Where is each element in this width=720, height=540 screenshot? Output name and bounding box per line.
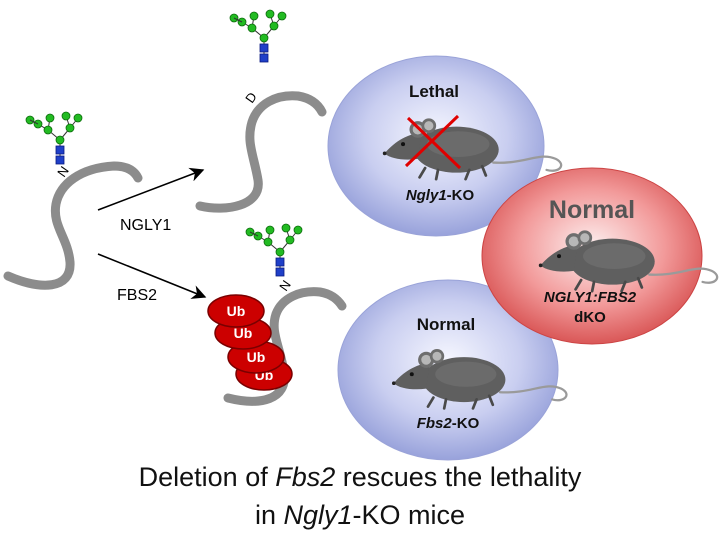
residue-asn-label: N: [276, 277, 294, 293]
outcome-status: Lethal: [409, 82, 459, 101]
outcome-status: Normal: [417, 315, 476, 334]
outcome-genotype: NGLY1:FBS2: [544, 289, 637, 306]
arrow-ngly1: [97, 167, 205, 211]
outcome-genotype: Fbs2-KO: [417, 415, 480, 432]
outcome-dko: Normal NGLY1:FBS2 dKO: [481, 167, 719, 345]
substrate-protein: N: [3, 111, 143, 290]
enzyme-label-fbs2: FBS2: [117, 287, 157, 304]
outcome-genotype: Ngly1-KO: [406, 187, 475, 204]
protein-chain: [195, 91, 327, 213]
outcome-status: Normal: [549, 196, 635, 224]
n-glycan-icon: [245, 223, 303, 277]
ubiquitin-chain: Ub Ub Ub Ub: [207, 294, 293, 391]
enzyme-label-ngly1: NGLY1: [120, 217, 171, 234]
ubiquitinated-protein: N Ub Ub Ub Ub: [207, 223, 347, 406]
caption-line-2: in Ngly1-KO mice: [254, 500, 466, 530]
free-glycan-icon: [229, 9, 287, 63]
ubiquitin-oval: [207, 294, 265, 328]
ubiquitin-label: Ub: [234, 325, 253, 341]
cross-mark-icon: [404, 114, 462, 170]
residue-asp-label: D: [242, 89, 260, 105]
ubiquitin-label: Ub: [227, 303, 246, 319]
outcome-ngly1-ko: Lethal Ngly1-KO: [327, 55, 563, 237]
arrow-fbs2: [97, 253, 207, 299]
protein-chain: [223, 287, 347, 406]
ubiquitin-label: Ub: [247, 349, 266, 365]
caption-line-1: Deletion of Fbs2 rescues the lethality: [138, 462, 582, 492]
n-glycan-icon: [25, 111, 83, 165]
protein-chain: [3, 161, 143, 290]
outcome-fbs2-ko: Normal Fbs2-KO: [337, 279, 568, 461]
outcome-genotype-suffix: dKO: [574, 309, 606, 326]
deglycosylated-protein: D: [195, 9, 327, 213]
